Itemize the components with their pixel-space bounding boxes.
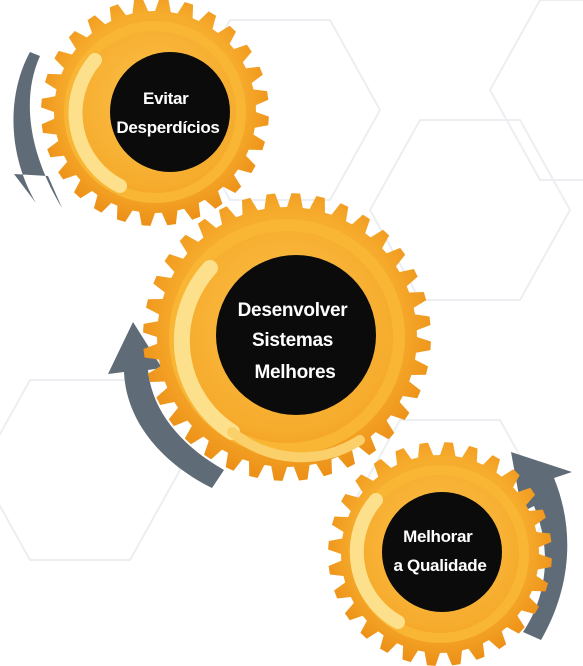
svg-text:Desenvolver Sistemas: Desenvolver Sistemas Melhores: [238, 300, 353, 383]
gear-top-highlight: [68, 53, 127, 193]
gear-middle-label-line-3: Melhores: [254, 362, 335, 383]
gear-middle-core: [216, 255, 376, 415]
gear-middle-label-line-2: Sistemas: [252, 330, 333, 351]
arrow-top-left: [13, 52, 62, 208]
gear-bottom-highlight: [349, 493, 405, 629]
svg-text:Evitar Desperdícios: Evitar Desperdícios: [116, 89, 219, 137]
gear-top-label-line-1: Evitar: [143, 89, 189, 108]
gear-bottom-label-line-1: Melhorar: [403, 527, 473, 546]
gear-middle-highlight-2: [227, 427, 365, 463]
gear-middle-label-line-1: Desenvolver: [238, 300, 349, 321]
gear-bottom-label-line-2: a Qualidade: [393, 556, 486, 575]
gear-middle-highlight: [173, 260, 240, 440]
gear-top-label-line-2: Desperdícios: [116, 118, 219, 137]
svg-text:Melhorar a Qualidade: Melhorar a Qualidade: [393, 527, 486, 575]
gear-top-core: [110, 52, 230, 172]
gear-bottom: Melhorar a Qualidade: [328, 442, 552, 666]
gear-middle: Desenvolver Sistemas Melhores: [143, 193, 431, 481]
gear-bottom-core: [382, 492, 502, 612]
arrow-middle-left: [108, 322, 224, 488]
gear-top: Evitar Desperdícios: [41, 0, 269, 226]
